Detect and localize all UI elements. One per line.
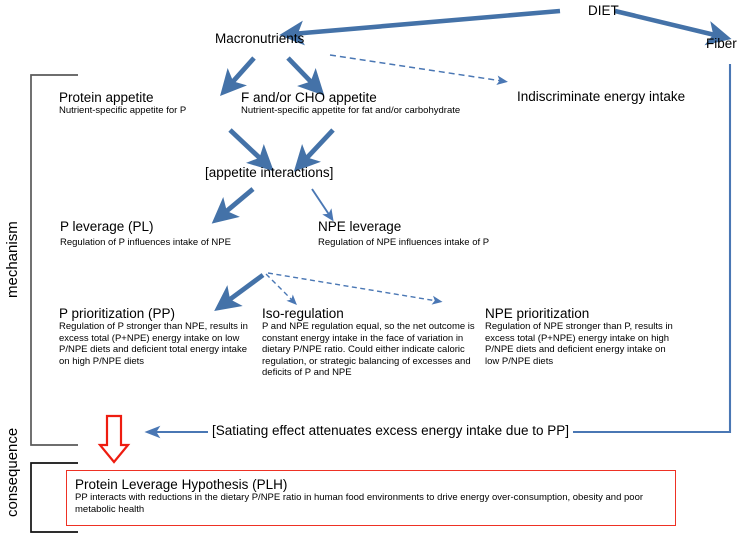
- node-protein-appetite: Protein appetite Nutrient-specific appet…: [59, 90, 186, 117]
- p-leverage-subtitle: Regulation of P influences intake of NPE: [60, 237, 231, 248]
- side-label-mechanism: mechanism: [4, 221, 21, 299]
- macronutrients-label: Macronutrients: [215, 31, 305, 46]
- node-satiating-effect: [Satiating effect attenuates excess ener…: [208, 423, 573, 438]
- plh-box: Protein Leverage Hypothesis (PLH) PP int…: [66, 470, 676, 526]
- arrow-macronutrients-to-indiscriminate: [329, 54, 508, 85]
- arrow-interactions-to-p-leverage: [211, 187, 255, 224]
- protein-appetite-subtitle: Nutrient-specific appetite for P: [59, 105, 187, 116]
- indiscriminate-label: Indiscriminate energy intake: [517, 89, 686, 104]
- arrow-fcho-appetite-to-interactions: [293, 128, 335, 172]
- iso-regulation-title: Iso-regulation: [262, 306, 344, 321]
- npe-prioritization-subtitle: Regulation of NPE stronger than P, resul…: [485, 321, 673, 367]
- fiber-label: Fiber: [706, 36, 737, 51]
- npe-prioritization-title: NPE prioritization: [485, 306, 590, 321]
- node-macronutrients: Macronutrients: [215, 31, 304, 46]
- node-npe-leverage: NPE leverage Regulation of NPE influence…: [318, 219, 489, 249]
- node-fcho-appetite: F and/or CHO appetite Nutrient-specific …: [241, 90, 460, 117]
- side-label-consequence: consequence: [4, 427, 21, 517]
- arrow-leverage-to-npe-prioritization: [267, 272, 443, 305]
- node-p-prioritization: P prioritization (PP) Regulation of P st…: [59, 306, 249, 367]
- npe-leverage-title: NPE leverage: [318, 219, 402, 234]
- arrow-leverage-to-iso-regulation: [265, 273, 297, 305]
- node-diet: DIET: [588, 3, 619, 18]
- appetite-interactions-label: [appetite interactions]: [205, 165, 334, 180]
- node-p-leverage: P leverage (PL) Regulation of P influenc…: [60, 219, 231, 249]
- arrow-macronutrients-to-fcho-appetite: [286, 56, 325, 96]
- diet-label: DIET: [588, 3, 619, 18]
- fcho-appetite-subtitle: Nutrient-specific appetite for fat and/o…: [241, 105, 461, 116]
- arrow-macronutrients-to-protein-appetite: [220, 56, 256, 97]
- p-prioritization-title: P prioritization (PP): [59, 306, 176, 321]
- protein-appetite-title: Protein appetite: [59, 90, 154, 105]
- node-iso-regulation: Iso-regulation P and NPE regulation equa…: [262, 306, 480, 379]
- satiating-effect-label: [Satiating effect attenuates excess ener…: [212, 423, 569, 438]
- node-appetite-interactions: [appetite interactions]: [205, 165, 333, 180]
- iso-regulation-subtitle: P and NPE regulation equal, so the net o…: [262, 321, 475, 378]
- node-npe-prioritization: NPE prioritization Regulation of NPE str…: [485, 306, 681, 367]
- fcho-appetite-title: F and/or CHO appetite: [241, 90, 377, 105]
- plh-title: Protein Leverage Hypothesis (PLH): [75, 477, 288, 492]
- red-down-arrow-icon: [97, 414, 131, 464]
- arrow-diet-to-macronutrients: [279, 8, 561, 46]
- p-leverage-title: P leverage (PL): [60, 219, 154, 234]
- p-prioritization-subtitle: Regulation of P stronger than NPE, resul…: [59, 321, 248, 367]
- node-indiscriminate-energy-intake: Indiscriminate energy intake: [517, 89, 685, 104]
- arrow-protein-appetite-to-interactions: [228, 128, 274, 172]
- arrow-interactions-to-npe-leverage: [311, 188, 334, 222]
- plh-subtitle: PP interacts with reductions in the diet…: [75, 492, 644, 515]
- npe-leverage-subtitle: Regulation of NPE influences intake of P: [318, 237, 490, 248]
- arrow-diet-to-fiber: [614, 8, 732, 46]
- arrow-leverage-to-p-prioritization: [214, 273, 265, 311]
- mechanism-bracket: [30, 74, 78, 446]
- node-fiber: Fiber: [706, 36, 737, 51]
